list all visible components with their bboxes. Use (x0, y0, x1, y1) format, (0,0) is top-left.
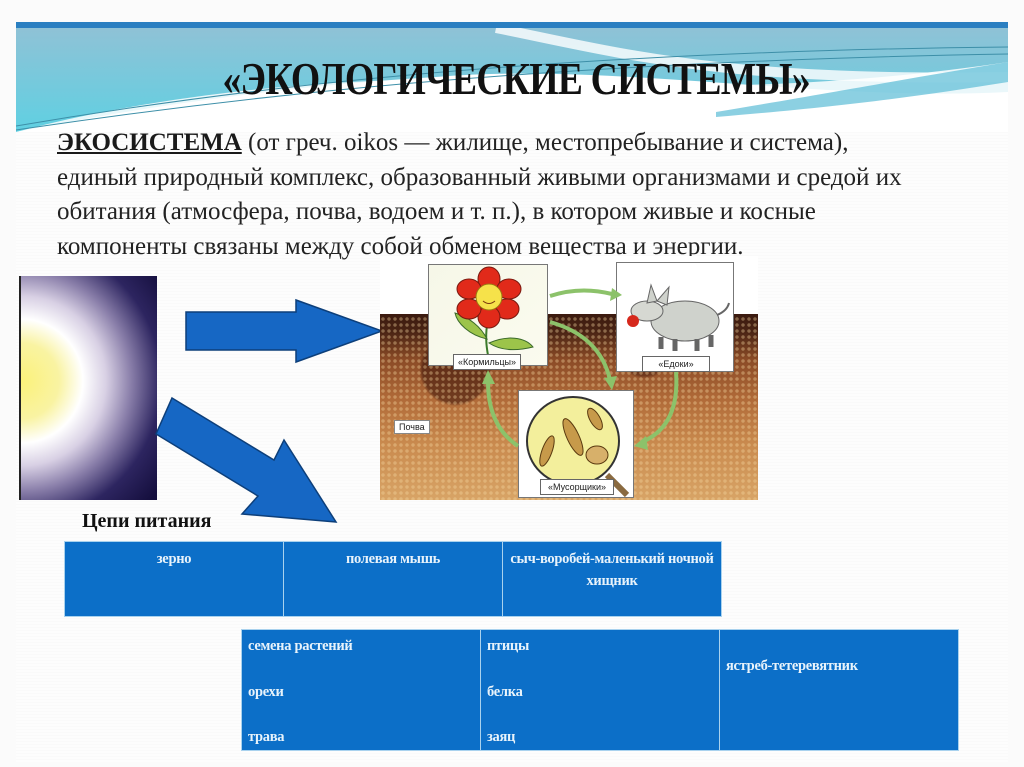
chain-item: трава (248, 729, 285, 745)
table-cell: семена растений орехи трава (241, 629, 481, 751)
consumers-panel (616, 262, 734, 372)
table-cell: ястреб-тетеревятник (719, 629, 959, 751)
chain-item: птицы (487, 638, 530, 654)
magnifier-insects-icon (526, 396, 630, 498)
producers-label: «Кормильцы» (453, 354, 521, 370)
ecosystem-illustration: «Кормильцы» «Едоки» «Мусорщики» (380, 256, 758, 500)
header-decoration (16, 22, 1008, 132)
food-chain-table-2: семена растений орехи трава птицы белка … (241, 629, 959, 751)
table-row: зерно полевая мышь сыч-воробей-маленький… (64, 541, 722, 617)
table-row: семена растений орехи трава птицы белка … (241, 629, 959, 751)
table-cell: птицы белка заяц (480, 629, 720, 751)
food-chain-table-1: зерно полевая мышь сыч-воробей-маленький… (64, 541, 722, 617)
definition-term: ЭКОСИСТЕМА (57, 129, 242, 156)
arrow-right-icon (185, 298, 384, 364)
definition-body: (от греч. oikos — жилище, местопребывани… (57, 129, 902, 260)
sun-image (19, 276, 157, 500)
table-cell: полевая мышь (283, 541, 503, 617)
producers-panel (428, 264, 548, 366)
cycle-arrows-icon (482, 288, 679, 450)
decomposers-label: «Мусорщики» (540, 479, 614, 495)
table-cell: сыч-воробей-маленький ночной хищник (502, 541, 722, 617)
chain-item: заяц (487, 729, 516, 745)
table-cell: зерно (64, 541, 284, 617)
food-chains-title: Цепи питания (82, 510, 212, 532)
slide-title: «ЭКОЛОГИЧЕСКИЕ СИСТЕМЫ» (222, 53, 811, 104)
chain-item: орехи (248, 683, 284, 700)
arrow-down-right-icon (155, 396, 338, 523)
chain-item: семена растений (248, 638, 353, 654)
definition-text: ЭКОСИСТЕМА (от греч. oikos — жилище, мес… (57, 126, 927, 264)
chain-item: белка (487, 683, 523, 700)
consumers-label: «Едоки» (642, 356, 710, 372)
animal-icon (627, 283, 730, 351)
flower-icon (454, 266, 534, 362)
soil-label: Почва (394, 420, 430, 434)
